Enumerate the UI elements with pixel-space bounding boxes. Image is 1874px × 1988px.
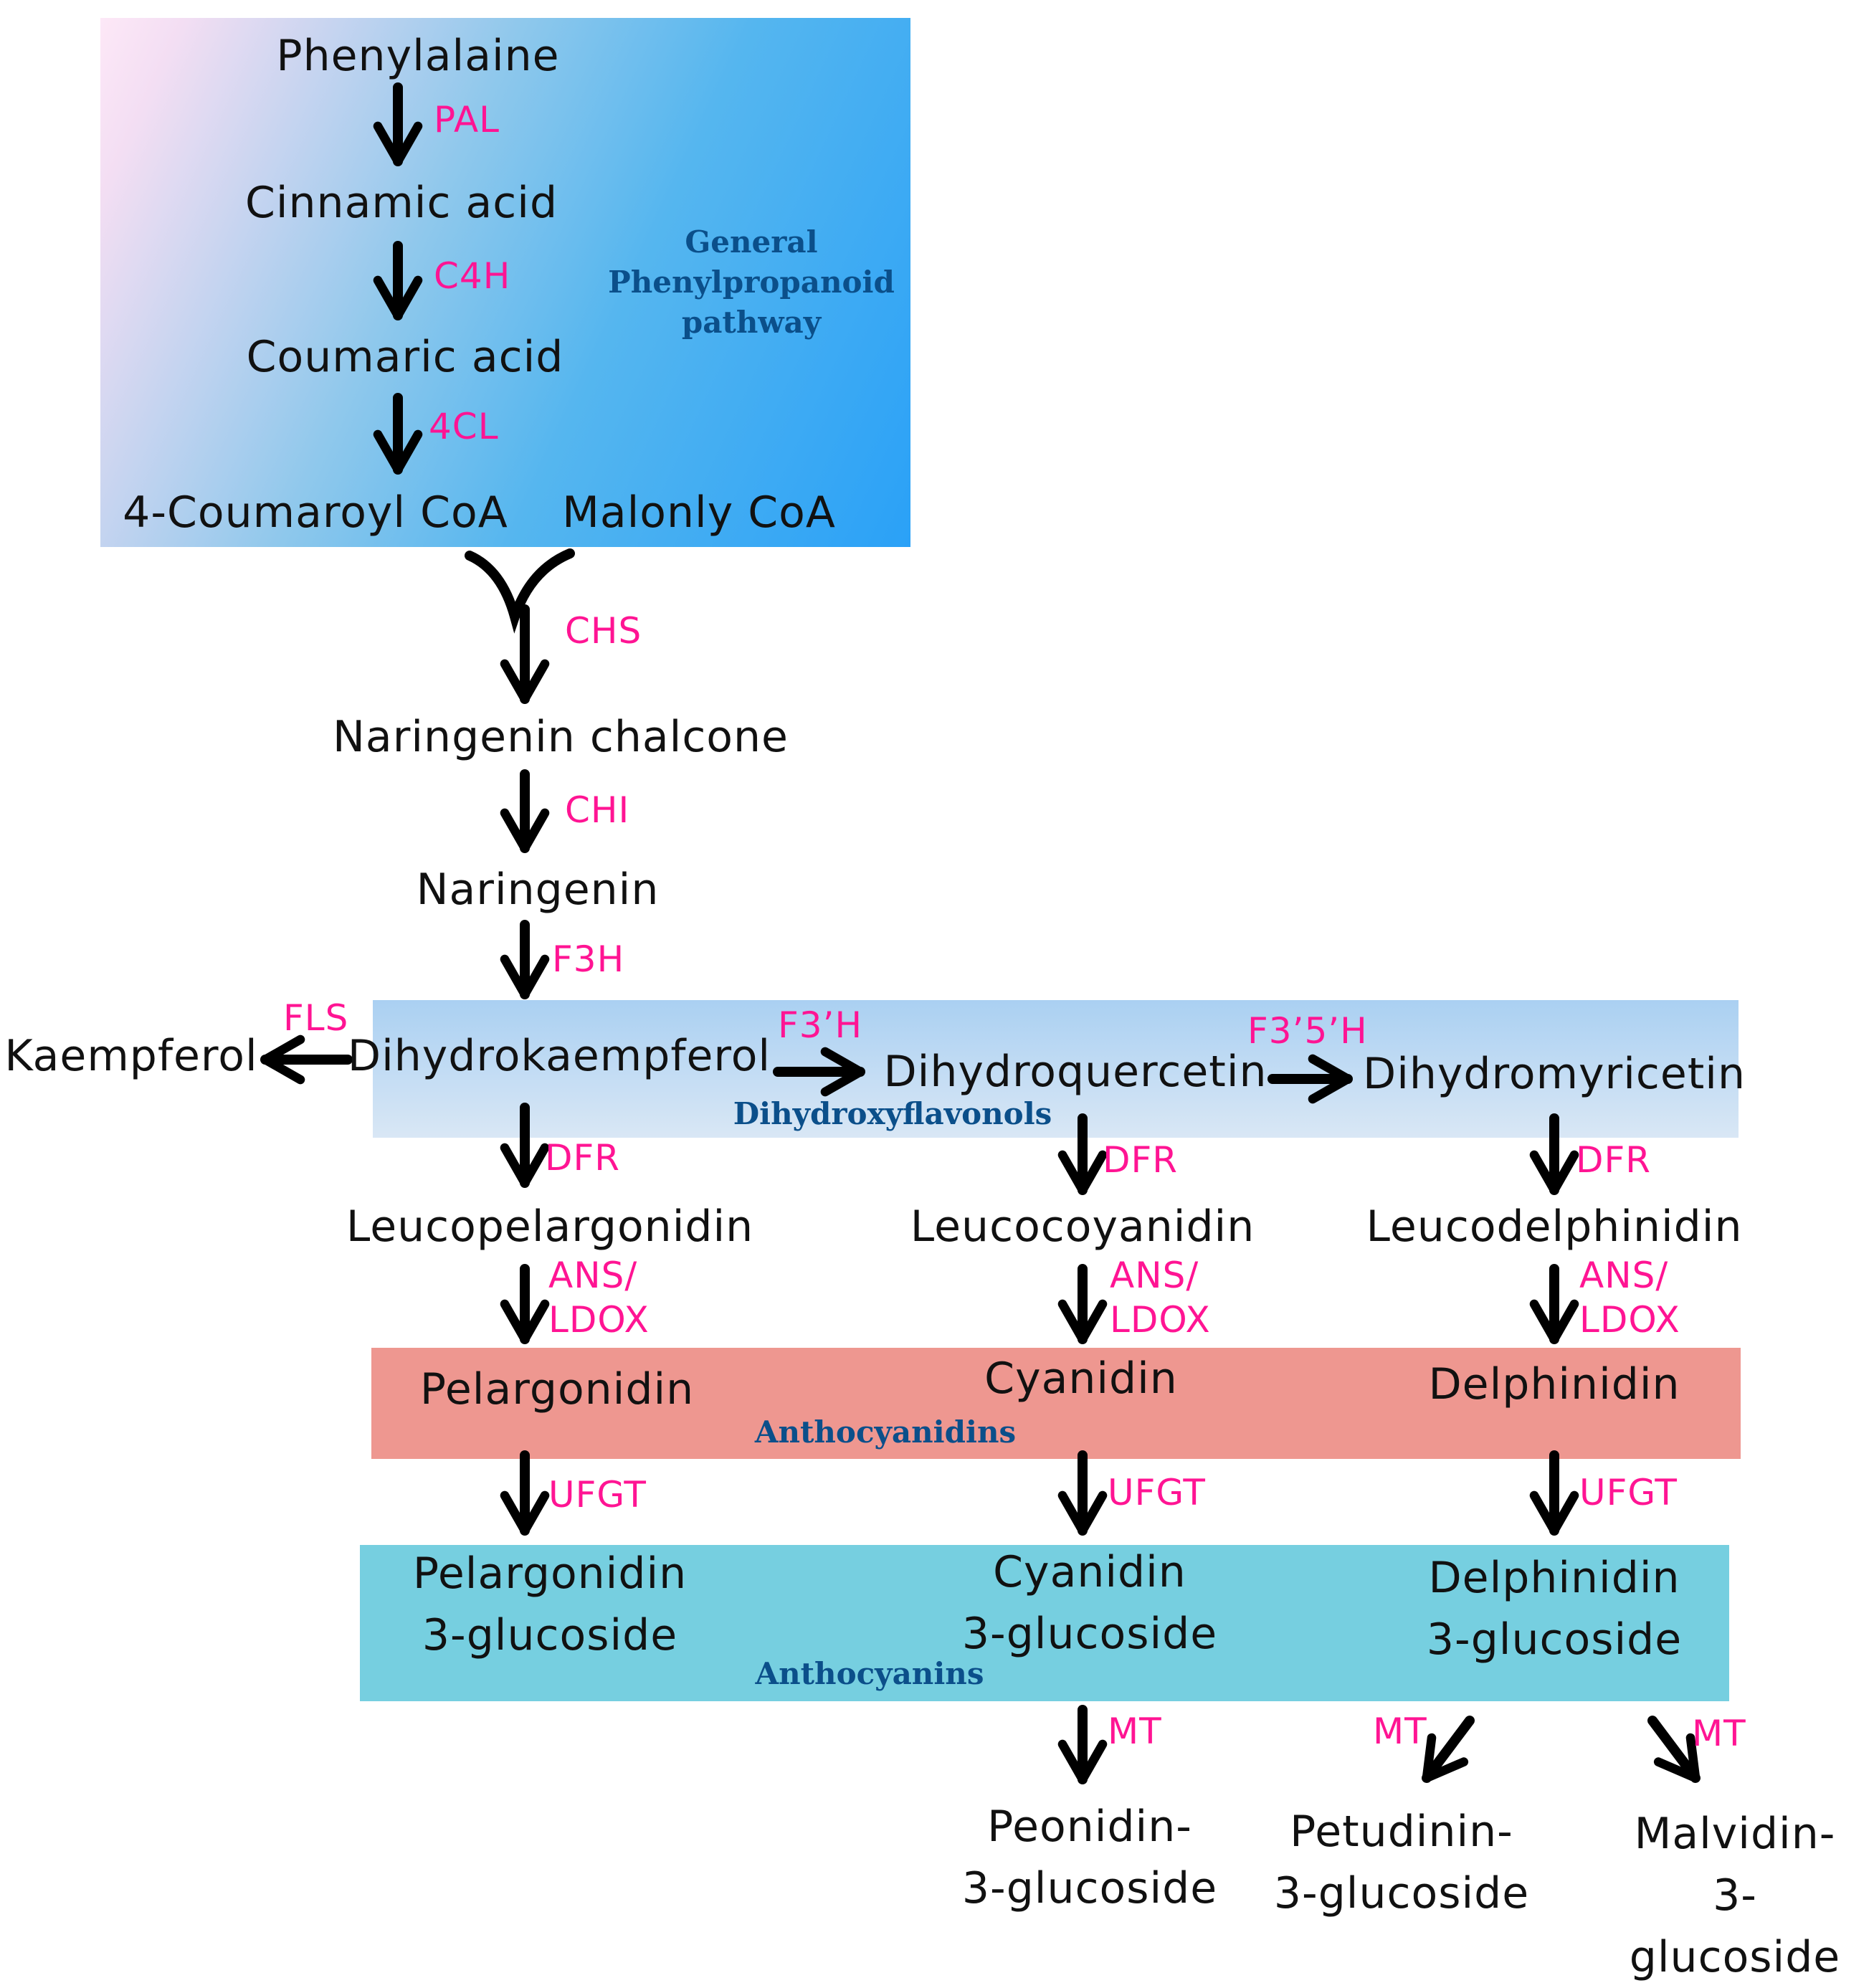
enzyme-ufgt-3: UFGT xyxy=(1579,1472,1678,1513)
enzyme-dfr-1: DFR xyxy=(545,1137,621,1179)
compound-peonidin-3-glucoside: Peonidin- 3-glucoside xyxy=(961,1802,1218,1913)
pathway-arrows xyxy=(260,82,1701,1784)
compound-dihydroquercetin: Dihydroquercetin xyxy=(883,1047,1267,1097)
compound-leucopelargonidin: Leucopelargonidin xyxy=(346,1202,754,1252)
arrow-mt-3 xyxy=(1647,1716,1701,1783)
anthocyanidins-label: Anthocyanidins xyxy=(754,1414,1017,1450)
enzyme-f3h: F3H xyxy=(552,938,625,980)
compound-cyanidin: Cyanidin xyxy=(984,1354,1178,1404)
compound-petudinin-3-glucoside: Petudinin- 3-glucoside xyxy=(1273,1807,1530,1918)
compound-dihydromyricetin: Dihydromyricetin xyxy=(1363,1049,1746,1099)
compound-pelargonidin: Pelargonidin xyxy=(419,1364,695,1414)
anthocyanins-label: Anthocyanins xyxy=(755,1656,984,1691)
arrow-chs-merge xyxy=(465,548,575,634)
enzyme-mt-2: MT xyxy=(1373,1711,1427,1752)
enzyme-chs: CHS xyxy=(565,610,642,652)
enzyme-ans-ldox-2: ANS/ LDOX xyxy=(1110,1255,1211,1341)
arrow-mt-2 xyxy=(1422,1716,1475,1783)
dihydroxyflavonols-label: Dihydroxyflavonols xyxy=(733,1096,1052,1131)
anthocyanins-region xyxy=(360,1545,1729,1701)
compound-dihydrokaempferol: Dihydrokaempferol xyxy=(347,1031,771,1081)
compound-delphinidin: Delphinidin xyxy=(1428,1359,1680,1409)
compound-naringenin: Naringenin xyxy=(416,865,660,915)
general-phenylpropanoid-region xyxy=(100,18,910,547)
enzyme-mt-3: MT xyxy=(1692,1713,1746,1754)
anthocyanidins-region xyxy=(371,1348,1741,1459)
compound-coumaric-acid: Coumaric acid xyxy=(246,332,564,382)
compound-pelargonidin-3-glucoside: Pelargonidin 3-glucoside xyxy=(412,1549,688,1660)
compound-cinnamic-acid: Cinnamic acid xyxy=(244,178,558,228)
enzyme-4cl: 4CL xyxy=(429,406,499,447)
compound-4-coumaroyl-coa: 4-Coumaroyl CoA xyxy=(123,488,508,538)
compound-kaempferol: Kaempferol xyxy=(4,1031,258,1081)
enzyme-ans-ldox-1: ANS/ LDOX xyxy=(548,1255,650,1341)
enzyme-f3ph: F3’H xyxy=(778,1004,863,1046)
dihydroxyflavonols-region xyxy=(373,1000,1739,1138)
compound-malvidin-3-glucoside: Malvidin- 3-glucoside xyxy=(1629,1809,1841,1982)
enzyme-ans-ldox-3: ANS/ LDOX xyxy=(1579,1255,1680,1341)
compound-malonly-coa: Malonly CoA xyxy=(562,488,836,538)
enzyme-mt-1: MT xyxy=(1108,1711,1162,1752)
enzyme-f35h: F3’5’H xyxy=(1247,1010,1368,1052)
enzyme-fls: FLS xyxy=(283,997,349,1039)
enzyme-c4h: C4H xyxy=(434,255,511,297)
general-phenylpropanoid-label: General Phenylpropanoid pathway xyxy=(608,224,895,340)
compound-cyanidin-3-glucoside: Cyanidin 3-glucoside xyxy=(961,1547,1218,1659)
enzyme-dfr-2: DFR xyxy=(1103,1139,1179,1181)
compound-delphinidin-3-glucoside: Delphinidin 3-glucoside xyxy=(1426,1553,1683,1665)
enzyme-chi: CHI xyxy=(565,789,630,831)
compound-naringenin-chalcone: Naringenin chalcone xyxy=(333,712,789,762)
enzyme-dfr-3: DFR xyxy=(1576,1139,1652,1181)
compound-leucodelphinidin: Leucodelphinidin xyxy=(1366,1202,1743,1252)
pathway-diagram: General Phenylpropanoid pathway Dihydrox… xyxy=(4,18,1840,1982)
enzyme-ufgt-2: UFGT xyxy=(1108,1472,1206,1513)
compound-phenylalaine: Phenylalaine xyxy=(276,31,560,81)
enzyme-ufgt-1: UFGT xyxy=(548,1474,647,1516)
compound-leucocoyanidin: Leucocoyanidin xyxy=(910,1202,1255,1252)
enzyme-pal: PAL xyxy=(434,99,500,141)
